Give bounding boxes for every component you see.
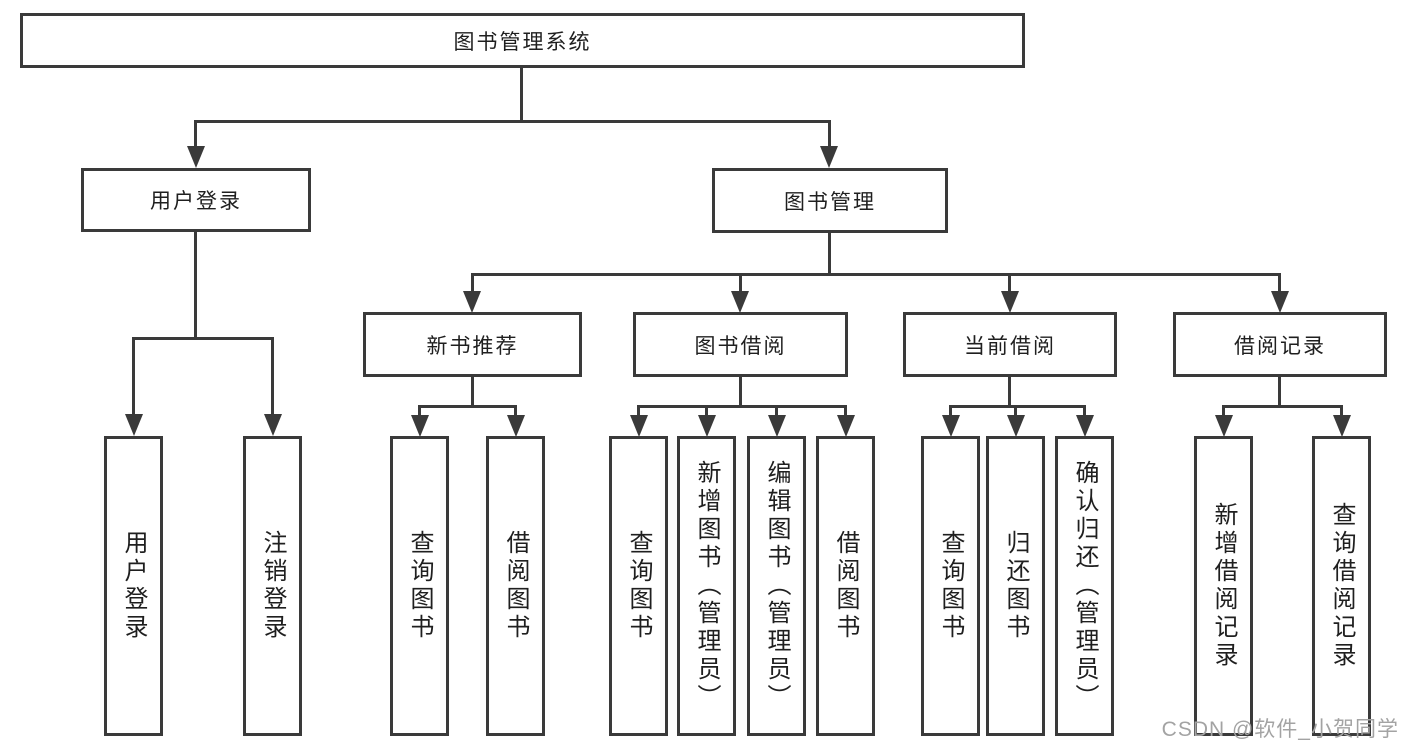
arrow-down-icon bbox=[187, 146, 205, 168]
arrow-down-icon bbox=[768, 415, 786, 437]
arrow-down-icon bbox=[820, 146, 838, 168]
connector-userlogin-bar bbox=[132, 337, 274, 340]
leaf-borrow-books: 借阅图书 bbox=[816, 436, 875, 736]
arrow-down-icon bbox=[1333, 415, 1351, 437]
arrow-down-icon bbox=[942, 415, 960, 437]
connector-root-stem bbox=[520, 68, 523, 120]
connector-stub bbox=[739, 273, 742, 292]
leaf-label: 新增图书（管理员） bbox=[693, 460, 720, 712]
connector-records-bar bbox=[1222, 405, 1343, 408]
node-book-management: 图书管理 bbox=[712, 168, 948, 233]
connector-stub bbox=[705, 405, 708, 417]
connector-stub bbox=[1340, 405, 1343, 417]
connector-newbook-bar bbox=[418, 405, 517, 408]
leaf-return-books: 归还图书 bbox=[986, 436, 1045, 736]
leaf-label: 查询借阅记录 bbox=[1328, 502, 1355, 670]
node-current-borrow: 当前借阅 bbox=[903, 312, 1117, 377]
leaf-label: 查询图书 bbox=[937, 530, 964, 642]
connector-stub bbox=[775, 405, 778, 417]
connector-current-bar bbox=[949, 405, 1086, 408]
leaf-user-login: 用户登录 bbox=[104, 436, 163, 736]
leaf-add-books-admin: 新增图书（管理员） bbox=[677, 436, 736, 736]
connector-bookmgmt-stem bbox=[828, 233, 831, 273]
node-user-login-label: 用户登录 bbox=[150, 190, 242, 213]
node-root: 图书管理系统 bbox=[20, 13, 1025, 68]
node-book-borrow-label: 图书借阅 bbox=[694, 334, 787, 358]
leaf-add-borrow-record: 新增借阅记录 bbox=[1194, 436, 1253, 736]
connector-borrow-stem bbox=[739, 377, 742, 405]
leaf-borrow-books-recommend: 借阅图书 bbox=[486, 436, 545, 736]
leaf-edit-books-admin: 编辑图书（管理员） bbox=[747, 436, 806, 736]
connector-stub bbox=[637, 405, 640, 417]
arrow-down-icon bbox=[125, 414, 143, 436]
node-borrow-records-label: 借阅记录 bbox=[1234, 334, 1326, 358]
arrow-down-icon bbox=[1271, 291, 1289, 313]
node-user-login: 用户登录 bbox=[81, 168, 311, 232]
connector-userlogin-stem bbox=[194, 232, 197, 337]
connector-borrow-bar bbox=[637, 405, 846, 408]
connector-stub bbox=[271, 337, 274, 415]
connector-stub bbox=[514, 405, 517, 417]
connector-current-stem bbox=[1008, 377, 1011, 405]
connector-stub bbox=[844, 405, 847, 417]
arrow-down-icon bbox=[507, 415, 525, 437]
leaf-label: 查询图书 bbox=[625, 530, 652, 642]
node-new-book-recommend-label: 新书推荐 bbox=[426, 334, 519, 358]
connector-stub bbox=[828, 120, 831, 148]
leaf-label: 注销登录 bbox=[259, 530, 286, 642]
arrow-down-icon bbox=[264, 414, 282, 436]
leaf-query-books-recommend: 查询图书 bbox=[390, 436, 449, 736]
connector-records-stem bbox=[1278, 377, 1281, 405]
arrow-down-icon bbox=[731, 291, 749, 313]
leaf-label: 归还图书 bbox=[1002, 530, 1029, 642]
arrow-down-icon bbox=[1001, 291, 1019, 313]
arrow-down-icon bbox=[1007, 415, 1025, 437]
node-borrow-records: 借阅记录 bbox=[1173, 312, 1387, 377]
leaf-query-books-borrow: 查询图书 bbox=[609, 436, 668, 736]
arrow-down-icon bbox=[837, 415, 855, 437]
leaf-confirm-return-admin: 确认归还（管理员） bbox=[1055, 436, 1114, 736]
connector-stub bbox=[1008, 273, 1011, 292]
leaf-logout: 注销登录 bbox=[243, 436, 302, 736]
node-current-borrow-label: 当前借阅 bbox=[964, 334, 1056, 358]
connector-stub bbox=[949, 405, 952, 417]
leaf-query-borrow-record: 查询借阅记录 bbox=[1312, 436, 1371, 736]
csdn-watermark: CSDN @软件_小贺同学 bbox=[1161, 718, 1399, 741]
leaf-label: 查询图书 bbox=[406, 530, 433, 642]
connector-newbook-stem bbox=[471, 377, 474, 405]
node-new-book-recommend: 新书推荐 bbox=[363, 312, 582, 377]
arrow-down-icon bbox=[630, 415, 648, 437]
arrow-down-icon bbox=[1076, 415, 1094, 437]
arrow-down-icon bbox=[411, 415, 429, 437]
node-root-label: 图书管理系统 bbox=[453, 30, 592, 54]
connector-stub bbox=[132, 337, 135, 415]
leaf-label: 用户登录 bbox=[120, 530, 147, 642]
leaf-label: 确认归还（管理员） bbox=[1071, 460, 1098, 712]
leaf-label: 借阅图书 bbox=[832, 530, 859, 642]
leaf-label: 借阅图书 bbox=[502, 530, 529, 642]
leaf-query-books-current: 查询图书 bbox=[921, 436, 980, 736]
connector-stub bbox=[194, 120, 197, 148]
connector-bookmgmt-bar bbox=[471, 273, 1281, 276]
arrow-down-icon bbox=[1215, 415, 1233, 437]
arrow-down-icon bbox=[463, 291, 481, 313]
connector-stub bbox=[1222, 405, 1225, 417]
leaf-label: 新增借阅记录 bbox=[1210, 502, 1237, 670]
leaf-label: 编辑图书（管理员） bbox=[763, 460, 790, 712]
connector-stub bbox=[1083, 405, 1086, 417]
connector-root-bar bbox=[195, 120, 831, 123]
connector-stub bbox=[1014, 405, 1017, 417]
connector-stub bbox=[471, 273, 474, 292]
connector-stub bbox=[418, 405, 421, 417]
node-book-management-label: 图书管理 bbox=[784, 190, 876, 214]
arrow-down-icon bbox=[698, 415, 716, 437]
connector-stub bbox=[1278, 273, 1281, 292]
node-book-borrow: 图书借阅 bbox=[633, 312, 848, 377]
